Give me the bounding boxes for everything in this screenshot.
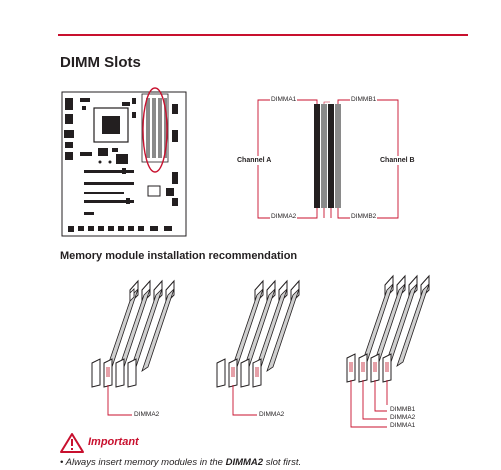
note-slot: DIMMA2 [225,457,264,468]
rec3-label-dimma1: DIMMA1 [390,422,416,429]
note-bullet: • [60,457,66,468]
motherboard-diagram [61,87,187,237]
label-channel-b: Channel B [379,156,416,165]
recommendation-2-diagram [216,279,300,416]
note-prefix: Always insert memory modules in the [65,457,226,468]
label-dimma2: DIMMA2 [270,213,298,220]
rec3-label-dimmb1: DIMMB1 [390,406,416,413]
page-title: DIMM Slots [60,54,141,71]
recommendation-1-diagram [91,279,175,416]
note-suffix: slot first. [263,457,302,468]
header-rule [58,34,468,36]
rec3-label-dimma2: DIMMA2 [390,414,416,421]
label-dimmb1: DIMMB1 [350,96,378,103]
warning-icon [60,433,84,453]
important-heading: Important [88,436,139,448]
recommendation-3-diagram [346,274,430,428]
label-dimma1: DIMMA1 [270,96,298,103]
label-dimmb2: DIMMB2 [350,213,378,220]
important-note: • Always insert memory modules in the DI… [60,457,301,468]
rec2-label-dimma2: DIMMA2 [259,411,285,418]
section-subtitle: Memory module installation recommendatio… [60,250,298,262]
rec1-label-dimma2: DIMMA2 [134,411,160,418]
label-channel-a: Channel A [236,156,273,165]
